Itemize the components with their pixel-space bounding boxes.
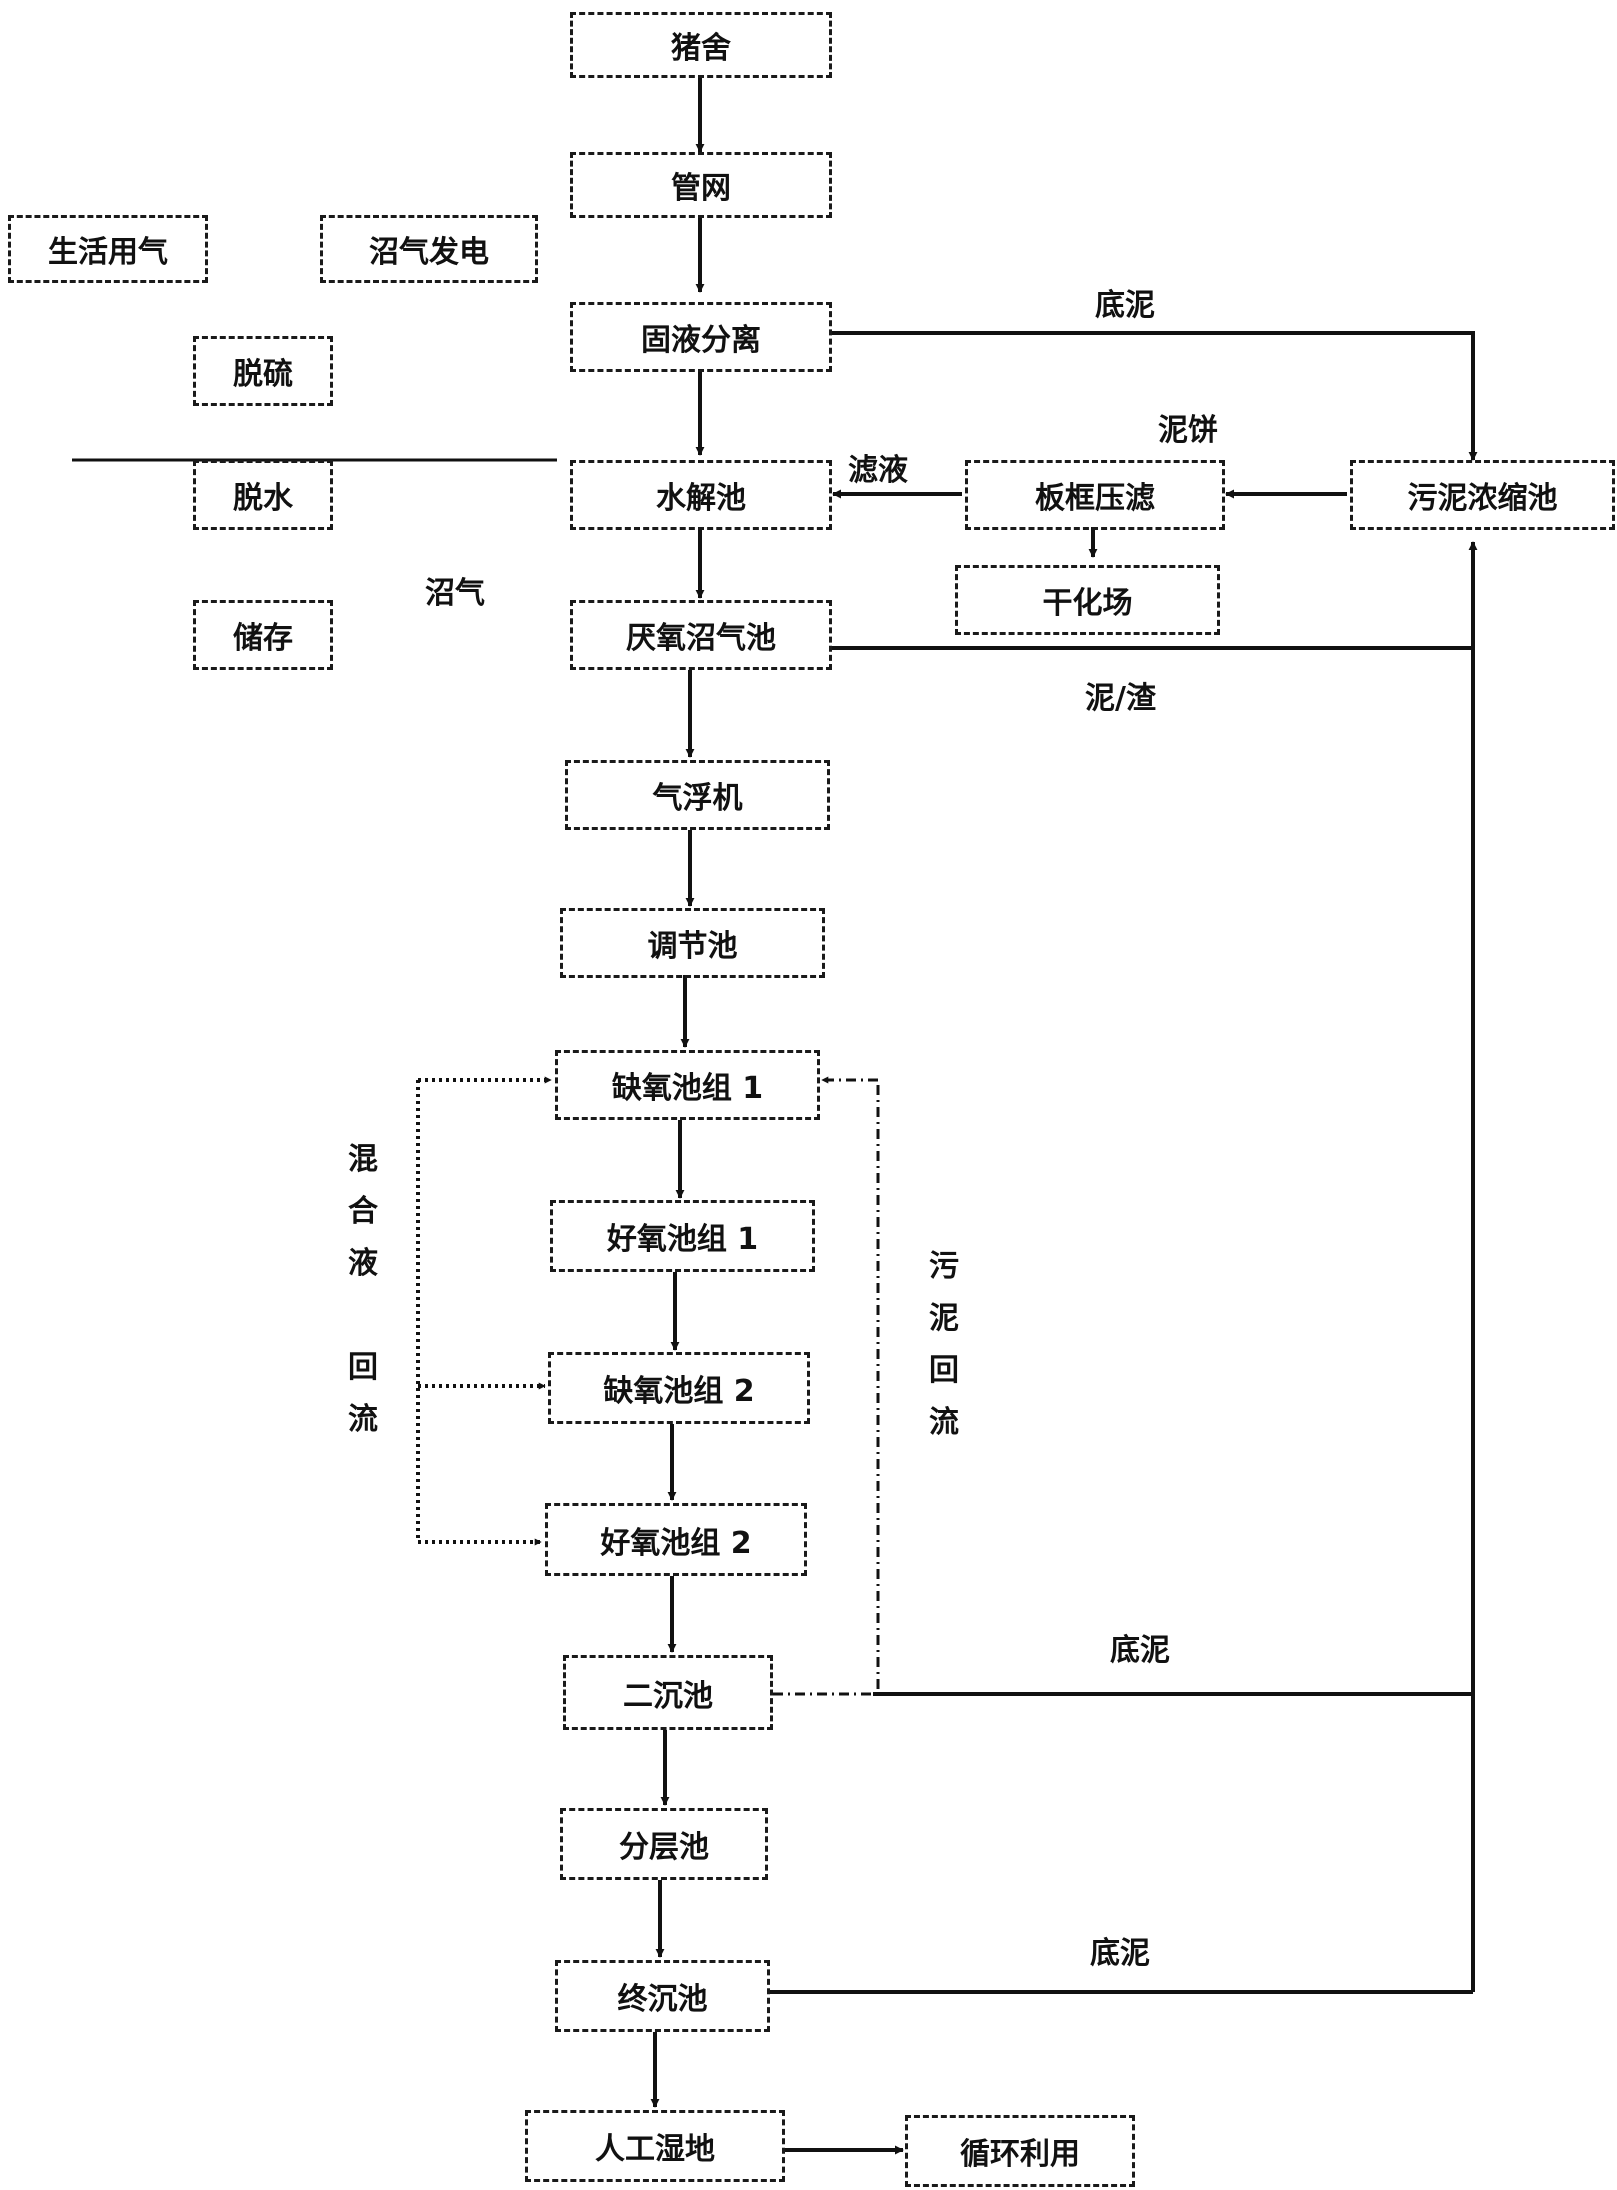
node-label: 干化场: [1042, 586, 1133, 621]
vertical-char: 泥: [929, 1301, 959, 1336]
node-label: 污泥浓缩池: [1407, 481, 1558, 516]
node-constructed-wetland: 人工湿地: [525, 2110, 785, 2182]
node-label: 循环利用: [960, 2137, 1080, 2172]
line-sludge-return: [773, 1080, 880, 1696]
vertical-char: 污: [929, 1249, 959, 1284]
node-label: 管网: [671, 171, 731, 206]
node-label: 脱硫: [233, 357, 293, 392]
vertical-char: 液: [348, 1246, 378, 1281]
node-label: 人工湿地: [595, 2132, 715, 2167]
label-filtrate: 滤液: [848, 453, 908, 488]
node-equalization-tank: 调节池: [560, 908, 825, 978]
node-label: 储存: [233, 621, 293, 656]
node-label: 缺氧池组 1: [611, 1071, 764, 1106]
node-domestic-gas: 生活用气: [8, 215, 208, 283]
node-label: 好氧池组 2: [600, 1525, 752, 1561]
node-label: 二沉池: [623, 1678, 713, 1714]
node-plate-frame-filter: 板框压滤: [965, 460, 1225, 530]
node-anaerobic-digester: 厌氧沼气池: [570, 600, 832, 670]
node-label: 缺氧池组 2: [603, 1374, 755, 1409]
node-label: 生活用气: [48, 235, 168, 270]
vertical-char: 回: [929, 1353, 959, 1388]
label-bottom-sludge-1: 底泥: [1095, 288, 1155, 323]
node-desulfurization: 脱硫: [193, 336, 333, 406]
node-label: 水解池: [656, 481, 746, 516]
vertical-char: 流: [929, 1405, 959, 1440]
node-label: 厌氧沼气池: [626, 621, 776, 656]
node-aerobic-group-2: 好氧池组 2: [545, 1503, 807, 1576]
label-sludge-scum: 泥/渣: [1085, 681, 1156, 716]
node-secondary-clarifier: 二沉池: [563, 1655, 773, 1730]
label-biogas: 沼气: [425, 576, 485, 611]
line-separation-thickener: [830, 331, 1478, 461]
node-sludge-thickener: 污泥浓缩池: [1350, 460, 1615, 530]
node-pig-house: 猪舍: [570, 12, 832, 78]
label-mud-cake: 泥饼: [1158, 413, 1218, 448]
node-solid-liquid-separation: 固液分离: [570, 302, 832, 372]
vertical-char: [343, 1301, 383, 1353]
vertical-char: 回: [348, 1350, 378, 1385]
node-anoxic-group-1: 缺氧池组 1: [555, 1050, 820, 1120]
node-label: 固液分离: [641, 323, 761, 358]
node-stratification-tank: 分层池: [560, 1808, 768, 1880]
node-label: 终沉池: [617, 1982, 708, 2017]
label-sludge-return: 污 泥 回 流: [924, 1252, 964, 1460]
node-storage: 储存: [193, 600, 333, 670]
vertical-char: 流: [348, 1402, 378, 1437]
node-label: 沼气发电: [369, 235, 489, 270]
node-dehydration: 脱水: [193, 460, 333, 530]
label-mixed-liquor-return: 混 合 液 回 流: [343, 1145, 383, 1457]
node-drying-yard: 干化场: [955, 565, 1220, 635]
node-label: 板框压滤: [1035, 481, 1155, 516]
node-hydrolysis-tank: 水解池: [570, 460, 832, 530]
node-label: 脱水: [233, 481, 293, 516]
label-bottom-sludge-3: 底泥: [1090, 1936, 1150, 1971]
node-pipe-network: 管网: [570, 152, 832, 218]
node-final-clarifier: 终沉池: [555, 1960, 770, 2032]
label-bottom-sludge-2: 底泥: [1110, 1633, 1170, 1668]
node-air-flotation: 气浮机: [565, 760, 830, 830]
node-label: 调节池: [647, 929, 738, 964]
vertical-char: 合: [348, 1194, 378, 1229]
node-label: 分层池: [619, 1830, 709, 1865]
node-label: 气浮机: [652, 781, 743, 816]
node-biogas-power: 沼气发电: [320, 215, 538, 283]
node-aerobic-group-1: 好氧池组 1: [550, 1200, 815, 1272]
node-label: 猪舍: [671, 31, 731, 66]
node-anoxic-group-2: 缺氧池组 2: [548, 1352, 810, 1424]
node-label: 好氧池组 1: [606, 1222, 759, 1257]
vertical-char: 混: [348, 1142, 378, 1177]
node-recycling: 循环利用: [905, 2115, 1135, 2187]
